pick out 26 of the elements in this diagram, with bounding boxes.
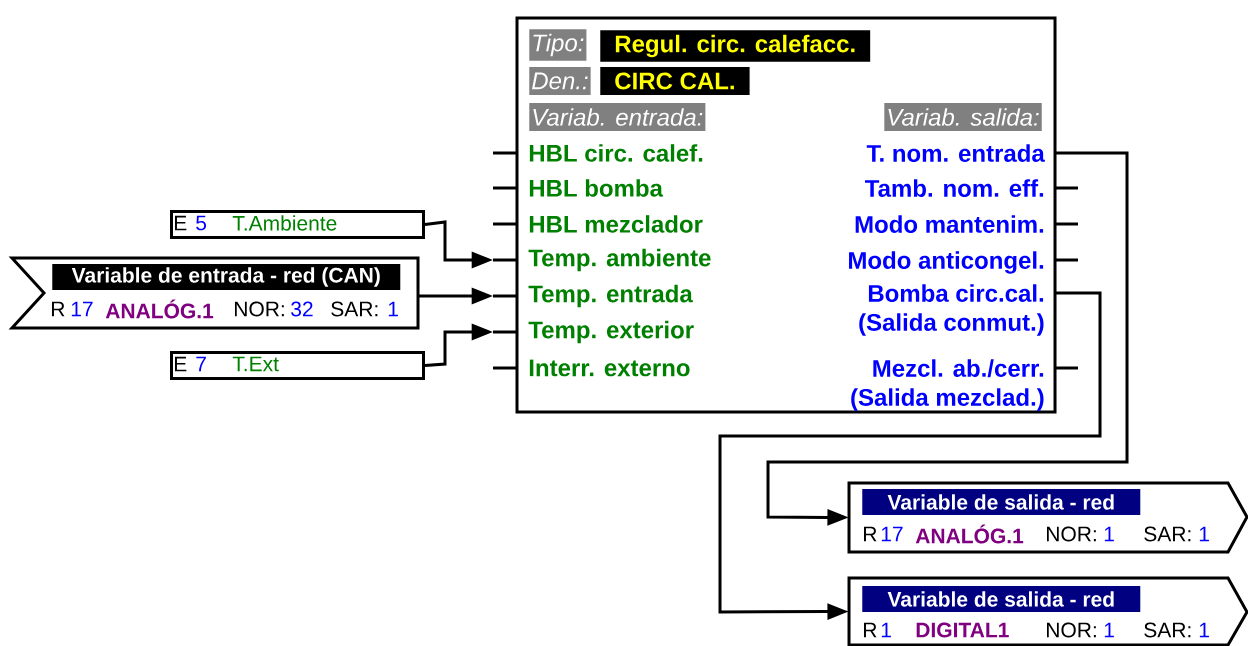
function-block: [515, 16, 1057, 414]
field-label: Den.:: [529, 67, 591, 95]
input-pin: Interr. externo: [493, 359, 690, 377]
input-pin: Temp. ambiente: [493, 248, 711, 272]
output-pin: Modo mantenim.: [855, 215, 1078, 233]
input-pin: Temp. exterior: [493, 320, 694, 344]
value-badge: Regul. circ. calefacc.: [600, 30, 871, 62]
arrow: [766, 151, 1129, 526]
network-output-box: Variable de salida - red R 17 ANALÓG.1 NOR: 1 SAR: 1: [847, 481, 1248, 554]
output-pin: Modo anticongel.: [849, 251, 1078, 274]
value-badge: CIRC CAL.: [600, 67, 750, 95]
input-pin: HBL bomba: [493, 179, 664, 197]
field-label: Variab. entrada:: [529, 103, 706, 131]
input-box: E 5 T.Ambiente: [170, 210, 425, 239]
output-pin: T. nom. entrada: [866, 144, 1078, 162]
input-pin: HBL mezclador: [493, 215, 703, 233]
input-box: E 7 T.Ext: [170, 351, 425, 380]
output-pin: Mezcl. ab./cerr. (Salida mezclad.): [851, 359, 1078, 411]
output-pin: Bomba circ.cal. (Salida conmut.): [859, 284, 1078, 336]
output-pin: Tamb. nom. eff.: [865, 179, 1078, 197]
network-output-box: Variable de salida - red R 1 DIGITAL1 NOR: 1 SAR: 1: [847, 576, 1248, 646]
network-input-box: Variable de entrada - red (CAN) R 17 ANALÓG.1 NOR: 32 SAR: 1: [8, 256, 420, 330]
input-pin: Temp. entrada: [493, 284, 693, 308]
field-label: Tipo:: [529, 29, 587, 61]
field-label: Variab. salida:: [884, 103, 1042, 131]
input-pin: HBL circ. calef.: [493, 144, 703, 162]
